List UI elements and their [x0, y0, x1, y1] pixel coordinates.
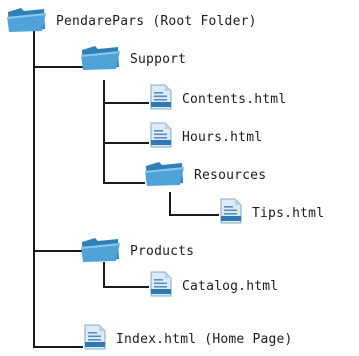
connector-line — [33, 66, 87, 68]
tree-node-products-folder[interactable]: Products — [80, 236, 194, 266]
connector-line — [103, 142, 149, 144]
tree-node-catalog-file[interactable]: Catalog.html — [148, 271, 278, 301]
html-file-icon — [148, 83, 174, 115]
html-file-icon — [218, 197, 244, 229]
tree-node-tips-file[interactable]: Tips.html — [218, 198, 324, 228]
folder-label: Products — [130, 243, 195, 259]
tree-node-resources-folder[interactable]: Resources — [144, 160, 266, 190]
connector-line — [103, 262, 105, 288]
tree-node-hours-file[interactable]: Hours.html — [148, 122, 262, 152]
html-file-icon — [82, 323, 108, 355]
connector-line — [33, 346, 83, 348]
connector-line — [33, 30, 35, 348]
folder-label: Support — [130, 51, 187, 67]
html-file-icon — [148, 121, 174, 153]
tree-node-contents-file[interactable]: Contents.html — [148, 84, 286, 114]
file-label: Contents.html — [182, 91, 287, 107]
folder-icon — [6, 5, 48, 37]
connector-line — [103, 102, 149, 104]
html-file-icon — [148, 270, 174, 302]
connector-line — [33, 250, 87, 252]
folder-icon — [80, 43, 122, 75]
file-label: Catalog.html — [182, 278, 279, 294]
tree-node-index-file[interactable]: Index.html (Home Page) — [82, 324, 293, 354]
connector-line — [169, 192, 171, 216]
connector-line — [103, 182, 145, 184]
tree-node-root-folder[interactable]: PendarePars (Root Folder) — [6, 6, 257, 36]
connector-line — [169, 214, 219, 216]
file-label: Tips.html — [252, 205, 325, 221]
tree-node-support-folder[interactable]: Support — [80, 44, 186, 74]
folder-icon — [144, 159, 186, 191]
file-label: Index.html (Home Page) — [116, 331, 293, 347]
file-label: Hours.html — [182, 129, 263, 145]
connector-line — [103, 286, 149, 288]
folder-icon — [80, 235, 122, 267]
connector-line — [103, 80, 105, 184]
folder-label: PendarePars (Root Folder) — [56, 13, 257, 29]
folder-label: Resources — [194, 167, 267, 183]
